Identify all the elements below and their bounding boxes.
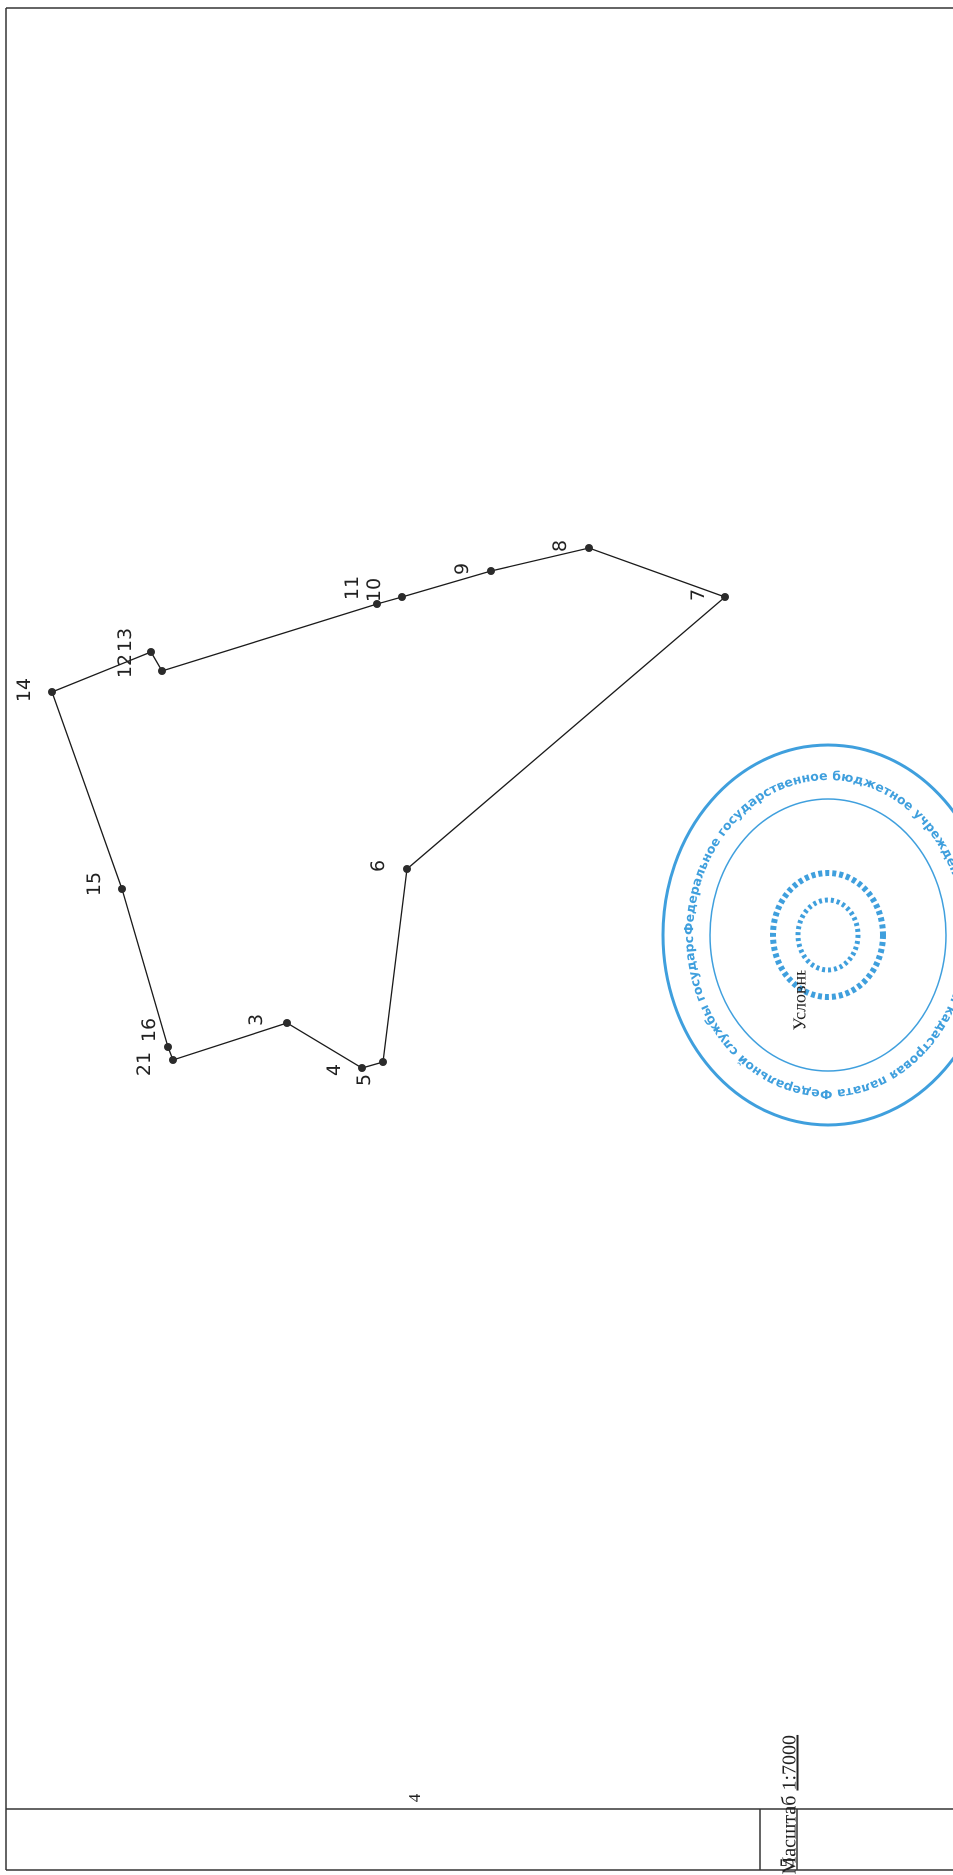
- boundary-point-21: [169, 1056, 177, 1064]
- scale-caption: Масштаб 1:7000: [779, 1705, 802, 1875]
- stamp-outer-ring: [661, 743, 953, 1127]
- boundary-point-9: [487, 567, 495, 575]
- boundary-point-4: [358, 1064, 366, 1072]
- boundary-point-7: [721, 593, 729, 601]
- boundary-point-16: [164, 1043, 172, 1051]
- boundary-point-14: [48, 688, 56, 696]
- point-label-7: 7: [687, 589, 709, 601]
- point-label-14: 14: [13, 678, 35, 702]
- section-number: 4: [405, 1793, 424, 1803]
- sheet-frame: [5, 7, 953, 1871]
- legend-heading-fragment: Условные: [789, 970, 810, 1031]
- point-label-9: 9: [451, 563, 473, 575]
- point-label-10: 10: [363, 578, 385, 602]
- boundary-point-8: [585, 544, 593, 552]
- land-plot-boundary: [51, 547, 727, 1069]
- point-label-8: 8: [549, 540, 571, 552]
- stamp-emblem-core: [795, 897, 861, 973]
- point-label-13: 13: [114, 628, 136, 652]
- point-label-11: 11: [341, 576, 363, 600]
- boundary-point-15: [118, 885, 126, 893]
- stamp-inner-ring: [709, 798, 947, 1072]
- boundary-point-10: [398, 593, 406, 601]
- scale-label: Масштаб: [778, 1795, 801, 1875]
- point-label-21: 21: [133, 1052, 155, 1076]
- point-label-12: 12: [114, 654, 136, 678]
- point-label-3: 3: [245, 1014, 267, 1026]
- boundary-point-5: [379, 1058, 387, 1066]
- boundary-point-12: [147, 648, 155, 656]
- stamp-ring-text: Федеральное государственное бюджетное уч…: [0, 0, 953, 1102]
- boundary-point-13: [158, 667, 166, 675]
- boundary-point-6: [403, 865, 411, 873]
- point-label-4: 4: [323, 1064, 345, 1076]
- stamp-center-emblem: [770, 870, 886, 1000]
- boundary-point-3: [283, 1019, 291, 1027]
- boundary-point-11: [373, 600, 381, 608]
- point-label-5: 5: [353, 1074, 375, 1086]
- point-label-15: 15: [83, 872, 105, 896]
- scale-value: 1:7000: [778, 1734, 801, 1791]
- point-label-16: 16: [138, 1018, 160, 1042]
- official-stamp: Федеральное государственное бюджетное уч…: [0, 0, 953, 1127]
- point-label-6: 6: [367, 860, 389, 872]
- boundary-points-layer: [48, 544, 729, 1072]
